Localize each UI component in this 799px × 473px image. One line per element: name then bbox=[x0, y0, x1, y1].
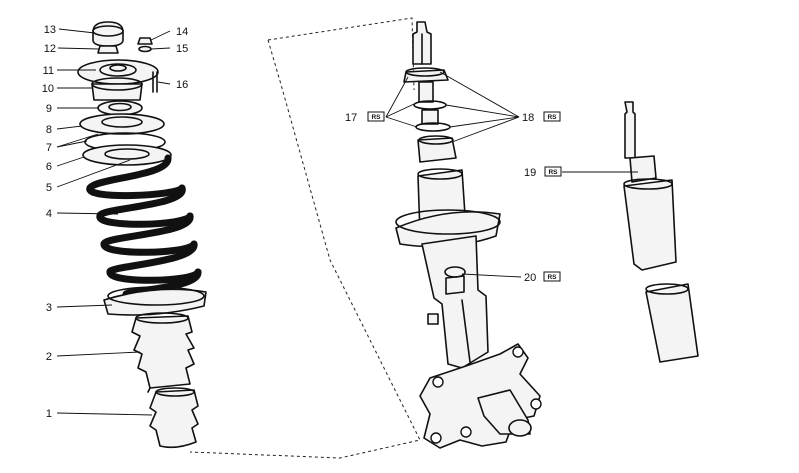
callout-18-group: 18 RS bbox=[522, 111, 561, 124]
part-rod-cup bbox=[417, 135, 457, 163]
callout-20-badge: RS bbox=[547, 274, 557, 281]
part-small-nut bbox=[137, 37, 153, 45]
callout-labels: 13 12 11 10 9 8 7 6 5 4 3 2 1 14 15 16 1… bbox=[42, 24, 562, 420]
part-bearing bbox=[97, 100, 143, 116]
part-small-washer bbox=[138, 45, 152, 53]
part-cartridge-collar bbox=[629, 155, 657, 183]
callout-12: 12 bbox=[44, 43, 56, 55]
callout-13: 13 bbox=[44, 24, 56, 36]
part-stub-axle-hub bbox=[419, 343, 542, 449]
callout-4: 4 bbox=[46, 208, 52, 220]
part-bump-stop-boot bbox=[131, 312, 195, 393]
callout-19-badge: RS bbox=[548, 169, 558, 176]
callout-10: 10 bbox=[42, 83, 54, 95]
callout-16: 16 bbox=[176, 79, 188, 91]
callout-18-badge-box bbox=[543, 111, 561, 122]
callout-18: 18 bbox=[522, 112, 534, 124]
part-rubber-mount bbox=[91, 77, 143, 101]
assembly-boundary-dashed bbox=[189, 17, 421, 459]
callout-20-badge-box bbox=[543, 271, 561, 282]
part-nut bbox=[97, 45, 119, 54]
left-spring-assembly bbox=[77, 21, 207, 449]
callout-17-badge: RS bbox=[371, 114, 381, 121]
part-coil-spring bbox=[86, 154, 202, 298]
part-rod-sleeve-2 bbox=[421, 109, 439, 125]
callout-15: 15 bbox=[176, 43, 188, 55]
callout-18-badge: RS bbox=[547, 114, 557, 121]
leader-lines bbox=[56, 28, 638, 416]
part-strut-body bbox=[421, 235, 489, 369]
right-shock-cartridge bbox=[623, 101, 699, 363]
callout-11: 11 bbox=[43, 65, 54, 77]
part-cartridge-rod bbox=[624, 101, 636, 159]
callout-5: 5 bbox=[46, 182, 52, 194]
callout-20-group: 20 RS bbox=[524, 271, 561, 284]
callout-17-group: 17 RS bbox=[345, 111, 385, 124]
callout-3: 3 bbox=[46, 302, 52, 314]
part-cartridge-insert bbox=[444, 266, 466, 295]
part-bump-stop bbox=[149, 387, 199, 449]
callout-1: 1 bbox=[46, 408, 52, 420]
callout-9: 9 bbox=[46, 103, 52, 115]
callout-19: 19 bbox=[524, 167, 536, 179]
callout-7: 7 bbox=[46, 142, 52, 154]
part-rod-sleeve bbox=[418, 81, 434, 103]
callout-19-group: 19 RS bbox=[524, 166, 562, 179]
part-lower-spring-seat bbox=[103, 286, 207, 316]
callout-14: 14 bbox=[176, 26, 188, 38]
part-piston-rod bbox=[412, 21, 432, 65]
part-cartridge-body-lower bbox=[645, 283, 699, 363]
part-upper-spring-seat bbox=[79, 113, 165, 135]
part-stud bbox=[152, 71, 158, 93]
part-cartridge-body-upper bbox=[623, 178, 677, 271]
callout-2: 2 bbox=[46, 351, 52, 363]
part-rod-bushing-upper bbox=[403, 67, 449, 83]
part-upper-mount-plate bbox=[77, 59, 159, 85]
callout-19-badge-box bbox=[544, 166, 562, 177]
callout-17: 17 bbox=[345, 112, 357, 124]
middle-strut-assembly bbox=[395, 21, 542, 449]
part-spring-pad bbox=[82, 144, 172, 166]
callout-20: 20 bbox=[524, 272, 536, 284]
callout-17-badge-box bbox=[367, 111, 385, 122]
part-top-cap bbox=[92, 21, 124, 47]
callout-8: 8 bbox=[46, 124, 52, 136]
callout-6: 6 bbox=[46, 161, 52, 173]
